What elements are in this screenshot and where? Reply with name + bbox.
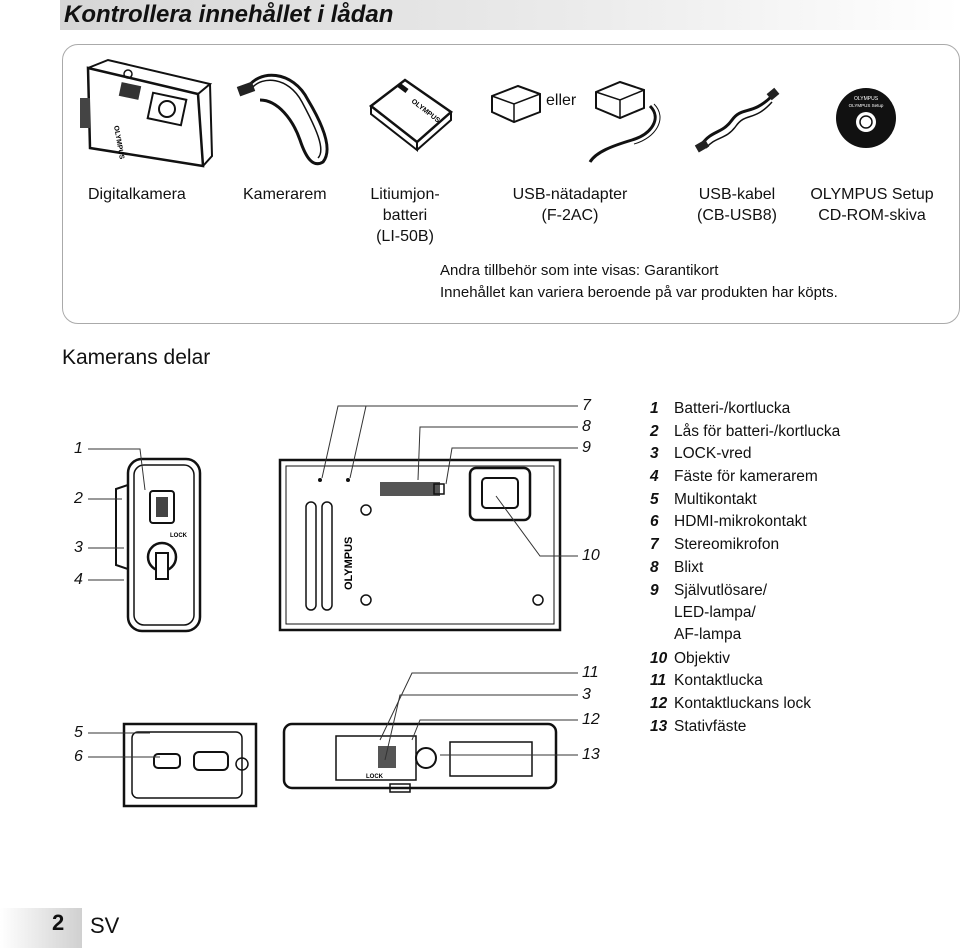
- camera-strap-illustration: [236, 73, 329, 166]
- legend-text-cont: AF-lampa: [674, 625, 742, 643]
- legend-item: 8 Blixt: [650, 559, 840, 582]
- legend-text: Stativfäste: [674, 717, 747, 735]
- legend-item: 10 Objektiv: [650, 650, 840, 673]
- item-label-adapter: USB-nätadapter (F-2AC): [500, 184, 640, 226]
- legend-item: 3 LOCK-vred: [650, 445, 840, 468]
- callout-3: 3: [74, 539, 83, 556]
- legend-item: 13 Stativfäste: [650, 718, 840, 741]
- note-accessories: Andra tillbehör som inte visas: Garantik…: [440, 262, 719, 279]
- camera-front-brand: OLYMPUS: [343, 537, 355, 590]
- language-code: SV: [90, 913, 120, 938]
- callout-3b: 3: [582, 686, 591, 703]
- camera-side-view: LOCK: [115, 457, 202, 633]
- legend-number: 8: [650, 558, 659, 576]
- legend-item: 6 HDMI-mikrokontakt: [650, 513, 840, 536]
- legend-number: 2: [650, 422, 659, 440]
- callout-8: 8: [582, 418, 591, 435]
- legend-item: 4 Fäste för kamerarem: [650, 468, 840, 491]
- legend-item: 11 Kontaktlucka: [650, 672, 840, 695]
- legend-text: Multikontakt: [674, 490, 757, 508]
- page-number: 2: [52, 910, 65, 935]
- legend-number: 7: [650, 536, 659, 554]
- legend-text: Fäste för kamerarem: [674, 468, 818, 486]
- item-label-usb-cable: USB-kabel (CB-USB8): [682, 184, 792, 226]
- legend-item: 9 Självutlösare/ LED-lampa/ AF-lampa: [650, 582, 840, 650]
- cd-sub-mark: OLYMPUS Setup: [849, 103, 884, 108]
- legend-text: Lås för batteri-/kortlucka: [674, 422, 841, 440]
- item-label-strap: Kamerarem: [243, 186, 327, 203]
- legend-text-cont: LED-lampa/: [674, 603, 756, 621]
- usb-adapter-b-illustration: [588, 80, 661, 163]
- callout-6: 6: [74, 748, 83, 765]
- legend-text: Kontaktluckans lock: [674, 694, 811, 712]
- camera-connector-view: [122, 722, 258, 808]
- item-label-usb-cable-line1: USB-kabel: [698, 186, 776, 203]
- legend-text: Kontaktlucka: [674, 672, 763, 690]
- lock-mark-bottom: LOCK: [366, 774, 384, 780]
- legend-number: 5: [650, 490, 659, 508]
- legend-text: Självutlösare/: [674, 581, 768, 599]
- item-label-cd-line1: OLYMPUS Setup: [810, 186, 934, 203]
- page-title: Kontrollera innehållet i lådan: [64, 1, 394, 28]
- legend-item: 2 Lås för batteri-/kortlucka: [650, 423, 840, 446]
- item-label-battery-line3: (LI-50B): [376, 228, 434, 245]
- legend-text: Blixt: [674, 558, 704, 576]
- camera-front-view: OLYMPUS: [278, 458, 562, 632]
- item-label-battery-line2: batteri: [382, 207, 428, 224]
- legend-text: Stereomikrofon: [674, 536, 780, 554]
- item-label-usb-cable-line2: (CB-USB8): [696, 207, 777, 224]
- callout-2: 2: [74, 490, 83, 507]
- legend-text: LOCK-vred: [674, 445, 752, 463]
- lock-mark-side: LOCK: [170, 533, 188, 539]
- legend-item: 7 Stereomikrofon: [650, 536, 840, 559]
- callout-1: 1: [74, 440, 83, 457]
- note-variation: Innehållet kan variera beroende på var p…: [440, 284, 838, 301]
- callout-12: 12: [582, 711, 600, 728]
- header-bar: [60, 0, 960, 30]
- item-label-battery: Litiumjon- batteri (LI-50B): [366, 184, 444, 247]
- or-label: eller: [546, 92, 577, 109]
- camera-illustration: OLYMPUS: [80, 58, 214, 168]
- legend-number: 1: [650, 400, 659, 417]
- item-label-camera: Digitalkamera: [88, 186, 186, 203]
- cd-brand-mark: OLYMPUS: [854, 96, 879, 102]
- legend-text: Objektiv: [674, 649, 730, 667]
- parts-legend: 1 Batteri-/kortlucka 2 Lås för batteri-/ko…: [650, 400, 840, 740]
- cd-rom-illustration: OLYMPUS OLYMPUS Setup: [836, 88, 896, 148]
- battery-illustration: OLYMPUS: [368, 78, 454, 153]
- section-title: Kamerans delar: [62, 346, 211, 369]
- legend-number: 12: [650, 694, 668, 712]
- callout-7: 7: [582, 397, 591, 414]
- legend-number: 4: [650, 468, 659, 486]
- usb-adapter-a-illustration: [491, 84, 541, 124]
- legend-number: 11: [650, 672, 667, 690]
- legend-number: 6: [650, 513, 659, 531]
- callout-11: 11: [582, 664, 599, 681]
- legend-item: 1 Batteri-/kortlucka: [650, 400, 840, 423]
- item-label-battery-line1: Litiumjon-: [370, 186, 440, 203]
- item-label-cd: OLYMPUS Setup CD-ROM-skiva: [798, 184, 946, 226]
- legend-number: 10: [650, 649, 668, 667]
- item-label-cd-line2: CD-ROM-skiva: [818, 207, 926, 224]
- legend-number: 9: [650, 581, 659, 599]
- usb-cable-illustration: [694, 87, 780, 153]
- callout-4: 4: [74, 571, 83, 588]
- legend-text: HDMI-mikrokontakt: [674, 513, 807, 531]
- legend-text: Batteri-/kortlucka: [674, 400, 791, 417]
- callout-13: 13: [582, 746, 600, 763]
- legend-item: 5 Multikontakt: [650, 491, 840, 514]
- legend-number: 3: [650, 445, 659, 463]
- legend-item: 12 Kontaktluckans lock: [650, 695, 840, 718]
- camera-bottom-view: LOCK: [282, 722, 558, 793]
- legend-number: 13: [650, 717, 668, 735]
- item-label-adapter-line1: USB-nätadapter: [512, 186, 628, 203]
- callout-9: 9: [582, 439, 591, 456]
- callout-10: 10: [582, 547, 600, 564]
- page-number-tab: [0, 908, 82, 948]
- item-label-adapter-line2: (F-2AC): [541, 207, 599, 224]
- callout-5: 5: [74, 724, 83, 741]
